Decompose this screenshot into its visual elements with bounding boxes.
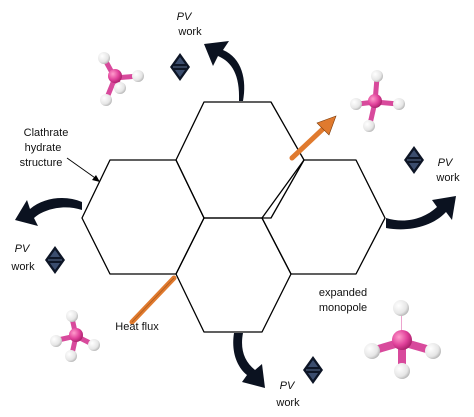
clathrate-label-line3: structure — [20, 157, 63, 169]
pv-label-bottom: PV — [280, 380, 296, 392]
pv-label-top: PV — [177, 11, 193, 23]
pv-arrow-right — [386, 196, 456, 230]
heat-flux-arrow-out — [289, 115, 337, 161]
pv-arrow-top — [204, 41, 245, 101]
pv-arrow-bottom — [233, 333, 265, 388]
work-label-left: work — [10, 261, 35, 273]
pv-arrow-left — [15, 197, 82, 226]
diamond-up-down-icon — [302, 355, 324, 385]
clathrate-cage — [81, 101, 386, 333]
hexagon-left — [81, 159, 205, 275]
heat-flux-label: Heat flux — [115, 321, 159, 333]
clathrate-leader-arrowhead — [92, 175, 100, 182]
molecule-icon — [364, 300, 441, 379]
diamond-up-down-icon — [44, 245, 66, 275]
expanded-monopole-label-line2: monopole — [319, 302, 367, 314]
work-label-top: work — [177, 26, 202, 38]
pv-label-right: PV — [438, 157, 454, 169]
expanded-monopole-label-line1: expanded — [319, 287, 367, 299]
pv-label-left: PV — [15, 243, 31, 255]
diamond-up-down-icon — [169, 52, 191, 82]
molecule-icon — [98, 52, 144, 106]
molecule-icon — [350, 70, 405, 132]
heat-flux-arrow-in — [129, 275, 177, 325]
clathrate-leader-line — [66, 157, 99, 181]
diamond-up-down-icon — [403, 145, 425, 175]
work-label-right: work — [435, 172, 460, 184]
work-label-bottom: work — [275, 397, 300, 409]
hexagon-bottom — [175, 217, 292, 333]
clathrate-label-line1: Clathrate — [24, 127, 69, 139]
molecule-icon — [50, 310, 100, 362]
hexagon-right — [261, 159, 386, 275]
clathrate-label-line2: hydrate — [25, 142, 62, 154]
